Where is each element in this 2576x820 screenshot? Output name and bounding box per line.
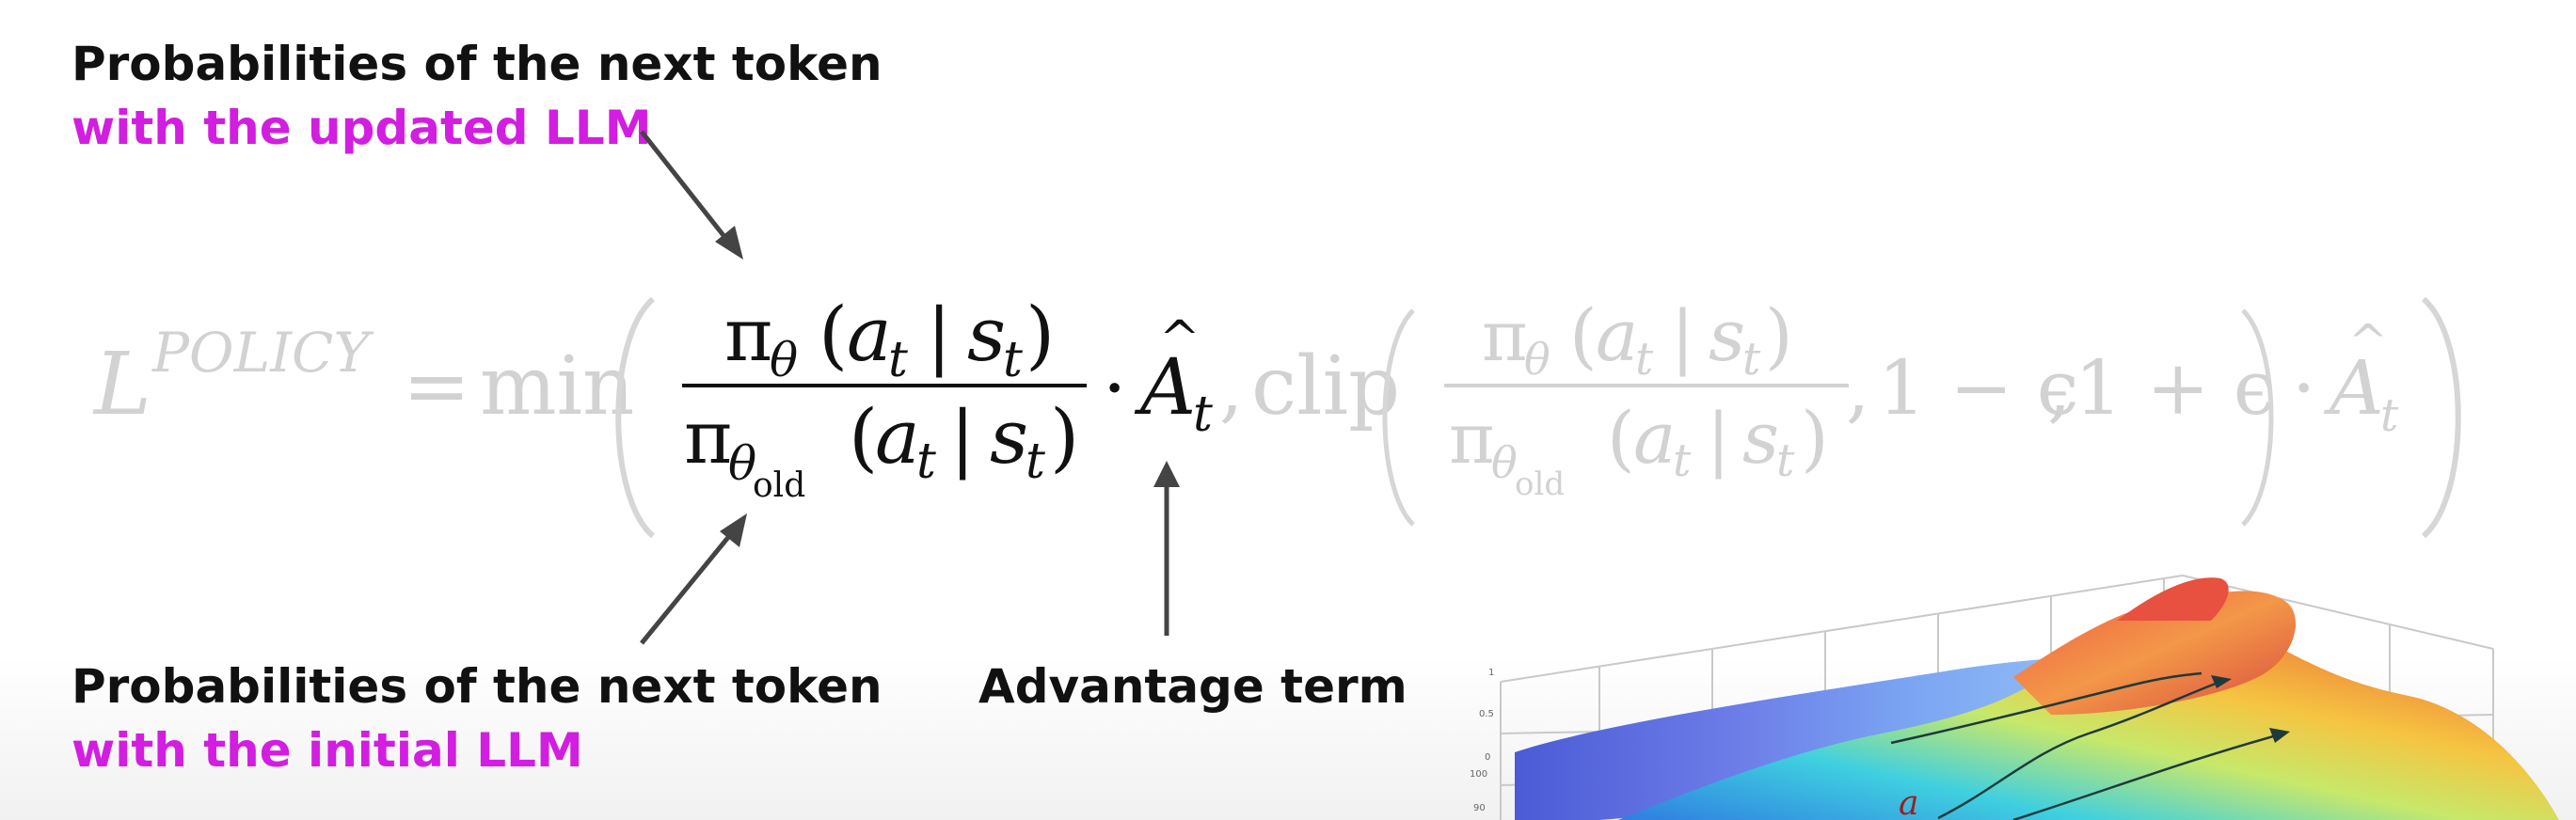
formula-clip-A-hat: ^ <box>2348 314 2388 369</box>
surface-plot-illustration: 1 0.5 0 100 90 a <box>1470 575 2559 820</box>
svg-text:1: 1 <box>1488 668 1494 678</box>
arrow-down-right-icon <box>640 130 743 260</box>
formula-den-old: old <box>753 466 805 505</box>
formula-den-s-sub: t <box>1026 434 1045 490</box>
formula-lhs: L POLICY = min <box>92 321 634 434</box>
formula-comma-2: , <box>1846 344 1869 432</box>
formula-comma-3: , <box>2047 344 2071 432</box>
annotation-initial-llm: Probabilities of the next token with the… <box>72 654 883 782</box>
formula-clip-num-s: s <box>1709 293 1745 377</box>
formula-advantage-A: A <box>1134 343 1196 433</box>
formula-clip-den-paren-open: ( <box>1607 396 1635 480</box>
svg-text:0.5: 0.5 <box>1479 709 1494 719</box>
formula-den-paren-close: ) <box>1050 393 1079 481</box>
formula-fraction-bar <box>682 384 1087 387</box>
formula-den-theta: θ <box>728 436 756 491</box>
formula-paren-close-outer <box>2421 296 2461 539</box>
formula-clip-den-pi: π <box>1449 399 1495 480</box>
formula-lhs-symbol: L <box>92 334 151 434</box>
formula-clip-den-a: a <box>1633 396 1676 480</box>
svg-text:90: 90 <box>1473 803 1486 813</box>
formula-clip-den-bar: | <box>1707 399 1730 480</box>
formula-num-paren-open: ( <box>819 291 848 378</box>
formula-clip-term: , clip π θ ( a t | s t ) π θ old ( a t |… <box>1219 293 2399 503</box>
formula-clip-num-s-sub: t <box>1742 333 1761 386</box>
formula-dot: · <box>1103 344 1126 432</box>
annotation-updated-llm: Probabilities of the next token with the… <box>72 32 883 160</box>
svg-text:100: 100 <box>1470 769 1487 780</box>
formula-num-paren-close: ) <box>1026 291 1055 378</box>
arrow-up-icon <box>1153 461 1180 636</box>
formula-advantage-sub: t <box>1193 386 1213 443</box>
formula-clip-num-paren-open: ( <box>1569 293 1598 377</box>
formula-clip-fraction-bar <box>1444 384 1849 387</box>
formula-advantage-hat: ^ <box>1159 311 1201 368</box>
formula-clip: clip <box>1251 339 1400 434</box>
formula-clip-num-a: a <box>1596 293 1638 377</box>
formula-num-bar: | <box>927 293 951 378</box>
annotation-advantage-term: Advantage term <box>978 659 1407 714</box>
formula-one-plus-eps: 1 + ϵ <box>2075 344 2276 432</box>
formula-den-paren-open: ( <box>849 393 878 481</box>
formula-clip-num-paren-close: ) <box>1765 293 1793 377</box>
annotation-initial-llm-line1: Probabilities of the next token <box>72 659 883 714</box>
formula-den-s: s <box>990 393 1028 481</box>
formula-den-bar: | <box>950 396 975 481</box>
formula-clip-den-s: s <box>1742 396 1779 480</box>
formula-lhs-superscript: POLICY <box>151 321 374 385</box>
formula-ratio: π θ ( a t | s t ) π θ old ( a t | s t ) … <box>682 291 1213 505</box>
formula-num-theta: θ <box>770 333 798 387</box>
formula-min: min <box>480 339 634 434</box>
formula-num-a: a <box>847 291 892 378</box>
formula-paren-open-outer <box>615 296 656 539</box>
formula-den-a-sub: t <box>916 434 936 490</box>
formula-clip-num-pi: π <box>1482 296 1528 377</box>
formula-clip-den-theta: θ <box>1491 437 1518 488</box>
formula-den-a: a <box>875 393 920 481</box>
formula-clip-den-old: old <box>1515 465 1565 503</box>
formula-clip-num-a-sub: t <box>1635 333 1654 386</box>
annotation-initial-llm-line2: with the initial LLM <box>72 723 583 778</box>
formula-paren-open-clip <box>1382 308 1415 527</box>
formula-dot-2: · <box>2292 344 2315 432</box>
formula-one-minus-eps: 1 − ϵ <box>1878 344 2079 432</box>
formula-equals: = <box>403 339 470 434</box>
formula-clip-A: A <box>2323 344 2384 432</box>
formula-num-s: s <box>967 291 1006 378</box>
formula-clip-A-sub: t <box>2380 389 2399 442</box>
formula-clip-den-a-sub: t <box>1673 434 1692 487</box>
arrow-up-right-icon <box>640 513 747 645</box>
formula-comma-1: , <box>1219 344 1243 432</box>
formula-den-pi: π <box>684 396 732 481</box>
formula-num-a-sub: t <box>888 332 908 388</box>
svg-text:0: 0 <box>1485 752 1490 763</box>
formula-clip-num-theta: θ <box>1524 334 1550 385</box>
formula-num-s-sub: t <box>1003 332 1023 388</box>
svg-text:a: a <box>1899 784 1918 820</box>
annotation-updated-llm-line1: Probabilities of the next token <box>72 37 883 91</box>
annotation-updated-llm-line2: with the updated LLM <box>72 101 652 155</box>
formula-num-pi: π <box>724 293 772 378</box>
formula-clip-num-bar: | <box>1671 296 1694 377</box>
formula-paren-close-clip <box>2241 308 2274 527</box>
formula-clip-den-paren-close: ) <box>1801 396 1829 480</box>
formula-clip-den-s-sub: t <box>1776 434 1795 487</box>
